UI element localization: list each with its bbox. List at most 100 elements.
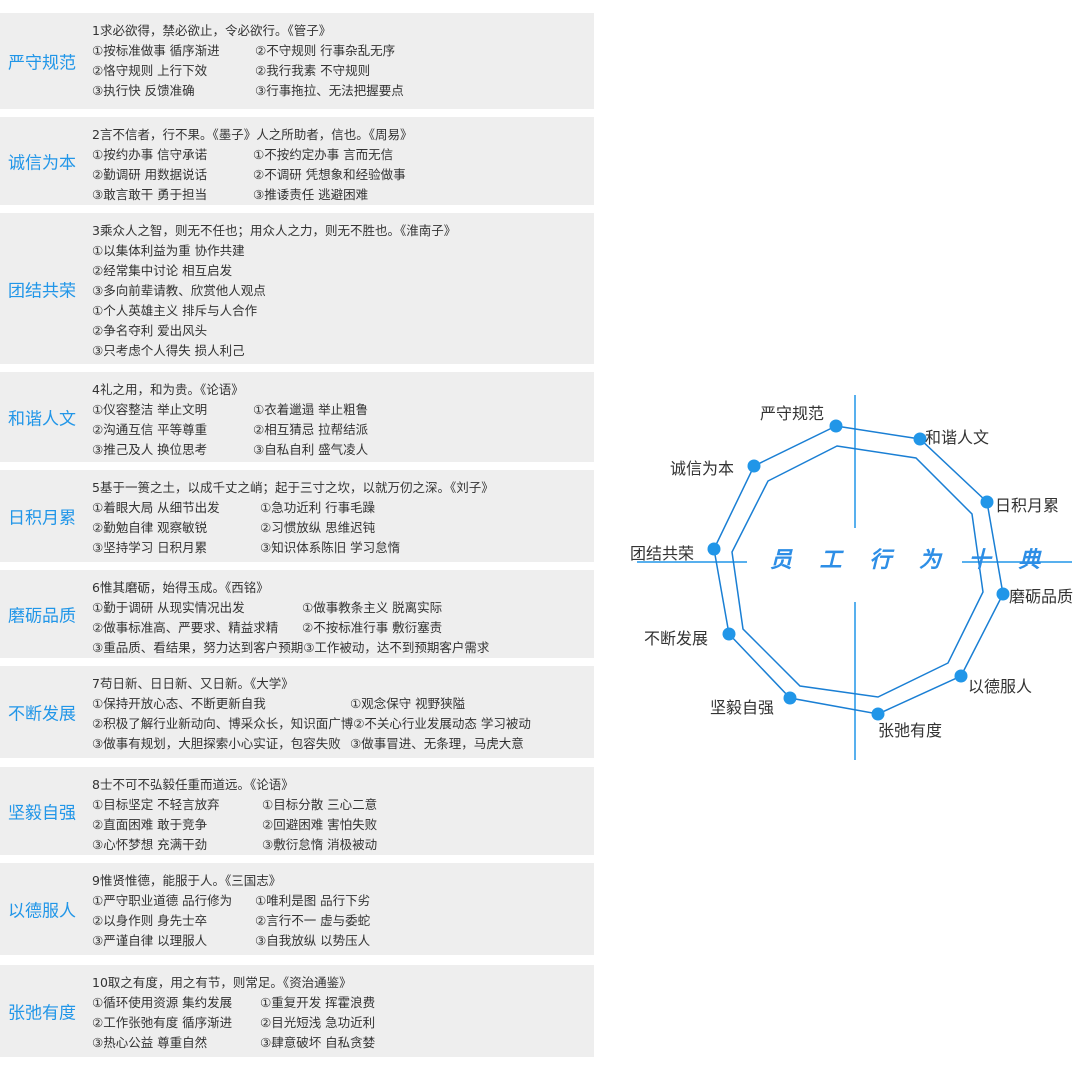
positive-behavior: ②以身作则 身先士卒: [92, 913, 208, 928]
panel-title: 和谐人文: [8, 409, 76, 430]
negative-behavior: ③肆意破坏 自私贪婪: [260, 1035, 376, 1050]
positive-behavior: ③热心公益 尊重自然: [92, 1035, 208, 1050]
positive-behavior: ③严谨自律 以理服人: [92, 933, 208, 948]
node-label: 严守规范: [760, 404, 825, 423]
panel-row: ②争名夺利 爱出风头: [92, 321, 456, 341]
negative-behavior: ②不按标准行事 敷衍塞责: [302, 620, 443, 635]
negative-behavior: ①重复开发 挥霍浪费: [260, 995, 376, 1010]
positive-behavior: ③心怀梦想 充满干劲: [92, 837, 208, 852]
panel-row: ③重品质、看结果，努力达到客户预期③工作被动，达不到预期客户需求: [92, 638, 489, 658]
panel-row: ③执行快 反馈准确 ③行事拖拉、无法把握要点: [92, 81, 404, 101]
panel-row: ③只考虑个人得失 损人利己: [92, 341, 456, 361]
panel-quote: 1求必欲得，禁必欲止，令必欲行。《管子》: [92, 23, 332, 38]
positive-behavior: ②沟通互信 平等尊重: [92, 422, 208, 437]
positive-behavior: ②直面困难 敢于竞争: [92, 817, 208, 832]
panel-row: ①着眼大局 从细节出发 ①急功近利 行事毛躁: [92, 498, 494, 518]
positive-behavior: ①严守职业道德 品行修为: [92, 893, 233, 908]
panel-title: 以德服人: [8, 901, 76, 922]
negative-behavior: ②不守规则 行事杂乱无序: [255, 43, 396, 58]
negative-behavior: ②不关心行业发展动态 学习被动: [353, 716, 531, 731]
positive-behavior: ①勤于调研 从现实情况出发: [92, 600, 245, 615]
node-dot: [871, 707, 885, 721]
node-label: 诚信为本: [670, 459, 735, 478]
positive-behavior: ③执行快 反馈准确: [92, 83, 195, 98]
panel-row: ②做事标准高、严要求、精益求精 ②不按标准行事 敷衍塞责: [92, 618, 489, 638]
panel-title: 不断发展: [8, 704, 76, 725]
negative-behavior: ②我行我素 不守规则: [255, 63, 371, 78]
negative-behavior: ①急功近利 行事毛躁: [260, 500, 376, 515]
negative-behavior: ③行事拖拉、无法把握要点: [255, 83, 404, 98]
positive-behavior: ②做事标准高、严要求、精益求精: [92, 620, 279, 635]
negative-behavior: ②回避困难 害怕失败: [262, 817, 378, 832]
panel-quote: 6惟其磨砺，始得玉成。《西铭》: [92, 580, 269, 595]
negative-behavior: ②言行不一 虚与委蛇: [255, 913, 371, 928]
panel-row: ③心怀梦想 充满干劲 ③敷衍怠惰 消极被动: [92, 835, 377, 855]
panel-row: ①个人英雄主义 排斥与人合作: [92, 301, 456, 321]
negative-behavior: ③自私自利 盛气凌人: [253, 442, 369, 457]
negative-behavior: ③工作被动，达不到预期客户需求: [303, 640, 490, 655]
negative-behavior: ①观念保守 视野狭隘: [350, 696, 466, 711]
negative-behavior: ①衣着邋遢 举止粗鲁: [253, 402, 369, 417]
panel-title: 严守规范: [8, 53, 76, 74]
panel-row: ①勤于调研 从现实情况出发 ①做事教条主义 脱离实际: [92, 598, 489, 618]
panel-quote: 3乘众人之智，则无不任也；用众人之力，则无不胜也。《淮南子》: [92, 223, 457, 238]
positive-behavior: ②恪守规则 上行下效: [92, 63, 208, 78]
principle-panel: 不断发展 7苟日新、日日新、又日新。《大学》 ①保持开放心态、不断更新自我 ①观念保守…: [0, 666, 594, 758]
panel-title: 坚毅自强: [8, 803, 76, 824]
diagram-title: 员 工 行 为 十 典: [770, 547, 1051, 573]
negative-behavior: ②目光短浅 急功近利: [260, 1015, 376, 1030]
panel-row: ①以集体利益为重 协作共建: [92, 241, 456, 261]
node-dot: [747, 459, 761, 473]
negative-behavior: ③做事冒进、无条理，马虎大意: [350, 736, 524, 751]
panel-row: ②直面困难 敢于竞争 ②回避困难 害怕失败: [92, 815, 377, 835]
panel-row: ①按标准做事 循序渐进 ②不守规则 行事杂乱无序: [92, 41, 404, 61]
positive-behavior: ②争名夺利 爱出风头: [92, 323, 208, 338]
node-dot: [722, 627, 736, 641]
positive-behavior: ①保持开放心态、不断更新自我: [92, 696, 266, 711]
node-label: 和谐人文: [925, 428, 990, 447]
node-dot: [783, 691, 797, 705]
positive-behavior: ①着眼大局 从细节出发: [92, 500, 220, 515]
panel-quote: 10取之有度，用之有节，则常足。《资治通鉴》: [92, 975, 352, 990]
panel-title: 磨砺品质: [8, 606, 76, 627]
positive-behavior: ③做事有规划，大胆探索小心实证，包容失败: [92, 736, 341, 751]
panel-title: 张弛有度: [8, 1003, 76, 1024]
node-dot: [996, 587, 1010, 601]
positive-behavior: ②积极了解行业新动向、博采众长，知识面广博: [92, 716, 354, 731]
node-dot: [913, 432, 927, 446]
negative-behavior: ③知识体系陈旧 学习怠惰: [260, 540, 401, 555]
node-dot: [707, 542, 721, 556]
negative-behavior: ②习惯放纵 思维迟钝: [260, 520, 376, 535]
panel-title: 团结共荣: [8, 281, 76, 301]
negative-behavior: ③敷衍怠惰 消极被动: [262, 837, 378, 852]
panel-row: ③做事有规划，大胆探索小心实证，包容失败 ③做事冒进、无条理，马虎大意: [92, 734, 531, 754]
positive-behavior: ②勤调研 用数据说话: [92, 167, 208, 182]
panel-quote: 9惟贤惟德，能服于人。《三国志》: [92, 873, 282, 888]
negative-behavior: ①不按约定办事 言而无信: [253, 147, 394, 162]
node-label: 以德服人: [968, 677, 1033, 696]
panel-row: ①保持开放心态、不断更新自我 ①观念保守 视野狭隘: [92, 694, 531, 714]
node-label: 团结共荣: [630, 544, 695, 563]
panel-quote: 2言不信者，行不果。《墨子》人之所助者，信也。《周易》: [92, 127, 413, 142]
positive-behavior: ①按标准做事 循序渐进: [92, 43, 220, 58]
principle-panel: 团结共荣 3乘众人之智，则无不任也；用众人之力，则无不胜也。《淮南子》 ①以集体利益…: [0, 213, 594, 364]
panel-quote: 7苟日新、日日新、又日新。《大学》: [92, 676, 294, 691]
panel-row: ②积极了解行业新动向、博采众长，知识面广博②不关心行业发展动态 学习被动: [92, 714, 531, 734]
negative-behavior: ①做事教条主义 脱离实际: [302, 600, 443, 615]
panel-title: 日积月累: [8, 508, 76, 529]
panel-quote: 8士不可不弘毅任重而道远。《论语》: [92, 777, 294, 792]
